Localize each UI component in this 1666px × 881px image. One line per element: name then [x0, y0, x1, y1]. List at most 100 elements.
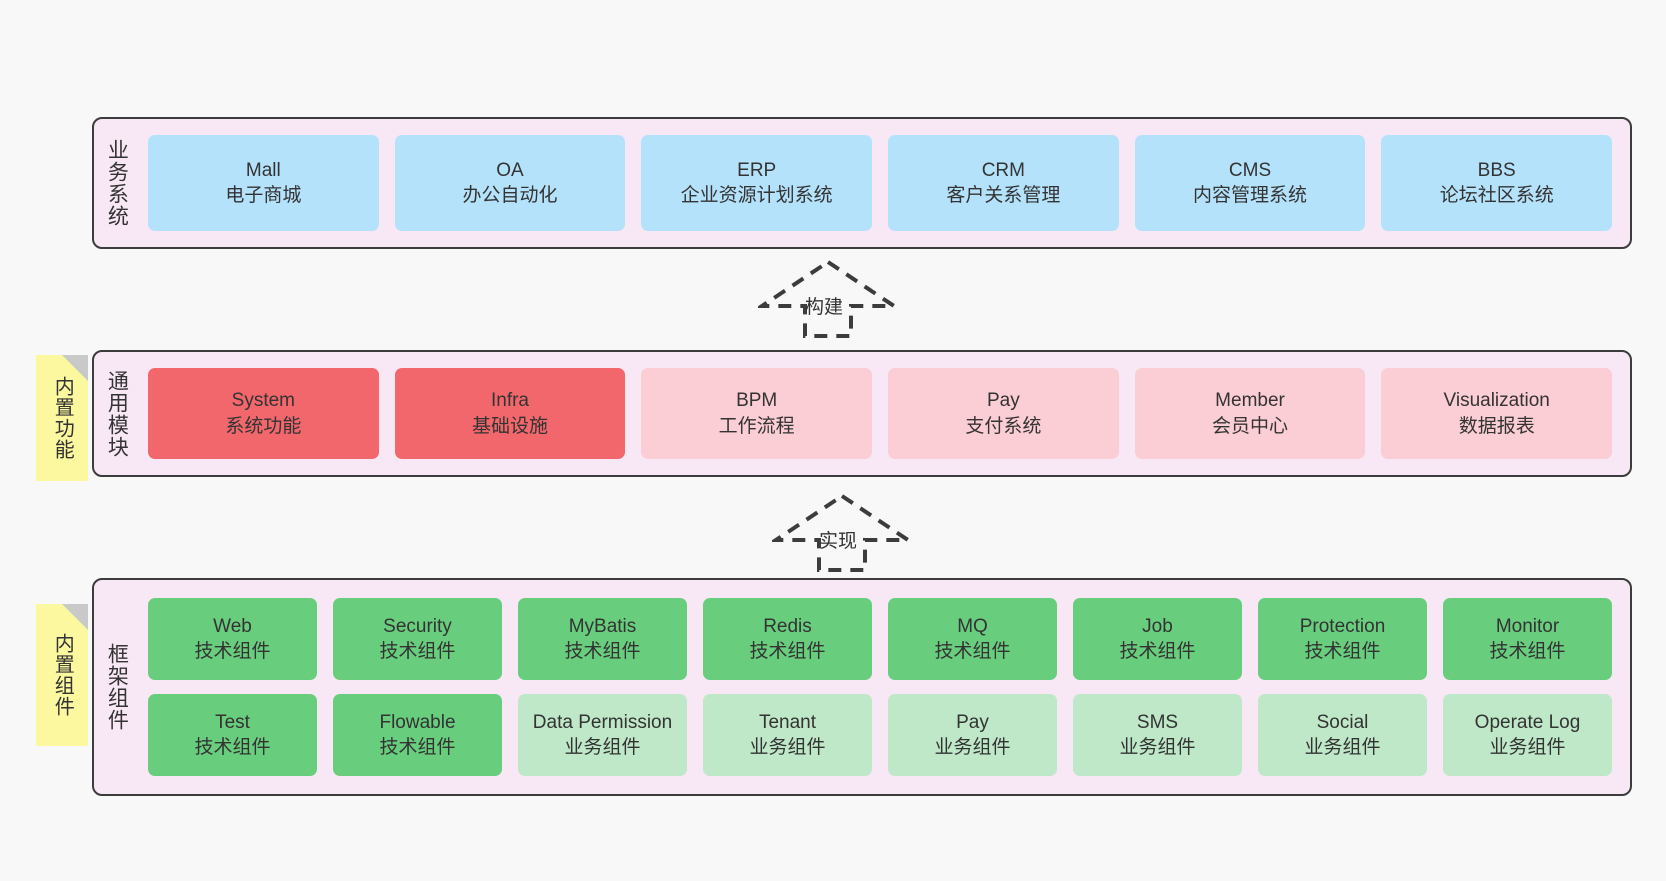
card-title-en: Redis [763, 615, 812, 637]
card-title-cn: 业务组件 [934, 737, 1011, 758]
build-arrow: 构建 [755, 258, 901, 340]
builtin-feature-note-label: 内置功能 [51, 376, 74, 460]
framework-component-card[interactable]: Tenant 业务组件 [703, 694, 872, 776]
card-title-cn: 业务组件 [1489, 737, 1566, 758]
framework-component-card[interactable]: Redis 技术组件 [703, 598, 872, 680]
implement-arrow-icon [769, 493, 915, 572]
common-module-card[interactable]: Pay 支付系统 [888, 368, 1119, 459]
framework-component-card[interactable]: Pay 业务组件 [888, 694, 1057, 776]
card-title-cn: 业务组件 [1304, 737, 1381, 758]
card-title-cn: 技术组件 [749, 641, 826, 662]
note-fold-corner [62, 604, 88, 630]
card-title-en: Job [1142, 615, 1173, 637]
card-title-cn: 业务组件 [749, 737, 826, 758]
card-title-cn: 技术组件 [564, 641, 641, 662]
card-title-cn: 论坛社区系统 [1439, 185, 1554, 206]
card-title-en: CMS [1228, 159, 1272, 181]
card-title-en: Social [1316, 711, 1369, 733]
card-title-en: ERP [737, 159, 777, 181]
card-title-cn: 技术组件 [194, 737, 271, 758]
framework-component-card[interactable]: Job 技术组件 [1073, 598, 1242, 680]
framework-component-card[interactable]: MyBatis 技术组件 [518, 598, 687, 680]
card-title-cn: 企业资源计划系统 [680, 185, 833, 206]
business-system-card[interactable]: BBS 论坛社区系统 [1381, 135, 1613, 231]
business-system-layer-title: 业务系统 [105, 139, 129, 227]
card-title-en: Protection [1299, 615, 1386, 637]
card-title-en: Pay [986, 390, 1020, 412]
card-title-cn: 支付系统 [965, 415, 1042, 437]
implement-arrow-label: 实现 [819, 531, 858, 552]
card-title-cn: 技术组件 [1119, 641, 1196, 662]
framework-component-card[interactable]: Security 技术组件 [333, 598, 502, 680]
card-title-en: SMS [1136, 711, 1179, 733]
common-module-layer-title: 通用模块 [105, 369, 129, 458]
card-title-cn: 技术组件 [379, 737, 456, 758]
card-title-en: Operate Log [1474, 711, 1581, 733]
builtin-feature-note: 内置功能 [36, 355, 88, 481]
card-title-en: Monitor [1495, 615, 1560, 637]
framework-component-card[interactable]: Operate Log 业务组件 [1443, 694, 1612, 776]
card-title-en: BBS [1477, 159, 1516, 181]
framework-component-card[interactable]: Test 技术组件 [148, 694, 317, 776]
card-title-cn: 基础设施 [472, 415, 549, 437]
card-title-en: Tenant [758, 711, 817, 733]
card-title-cn: 系统功能 [225, 415, 302, 437]
card-title-en: BPM [736, 390, 778, 412]
card-title-cn: 技术组件 [194, 641, 271, 662]
card-title-cn: 办公自动化 [462, 185, 558, 206]
framework-component-card[interactable]: MQ 技术组件 [888, 598, 1057, 680]
business-system-card[interactable]: ERP 企业资源计划系统 [641, 135, 873, 231]
framework-component-card[interactable]: Monitor 技术组件 [1443, 598, 1612, 680]
common-module-card[interactable]: Visualization 数据报表 [1381, 368, 1613, 459]
business-system-card[interactable]: CMS 内容管理系统 [1134, 135, 1366, 231]
card-title-en: CRM [981, 159, 1025, 181]
card-title-en: Data Permission [532, 711, 673, 733]
card-title-en: Member [1215, 390, 1285, 412]
note-fold-corner [62, 355, 88, 381]
common-module-card[interactable]: Infra 基础设施 [394, 368, 626, 459]
card-title-en: MQ [957, 615, 988, 637]
card-title-cn: 技术组件 [1489, 641, 1566, 662]
framework-component-layer-title: 框架组件 [105, 643, 129, 731]
card-title-en: Security [383, 615, 452, 637]
common-module-card[interactable]: BPM 工作流程 [641, 368, 873, 459]
card-title-cn: 内容管理系统 [1193, 185, 1308, 206]
framework-component-card[interactable]: Protection 技术组件 [1258, 598, 1427, 680]
card-title-cn: 数据报表 [1458, 415, 1535, 437]
card-title-cn: 业务组件 [1119, 737, 1196, 758]
builtin-component-note: 内置组件 [36, 604, 88, 746]
framework-component-card[interactable]: Web 技术组件 [148, 598, 317, 680]
card-title-en: Pay [956, 711, 989, 733]
build-arrow-icon [755, 259, 901, 338]
card-title-en: Test [215, 711, 250, 733]
card-title-cn: 客户关系管理 [946, 185, 1061, 206]
implement-arrow: 实现 [769, 492, 915, 574]
build-arrow-label: 构建 [805, 297, 844, 318]
card-title-cn: 技术组件 [934, 641, 1011, 662]
card-title-en: Mall [245, 159, 281, 181]
card-title-cn: 技术组件 [1304, 641, 1381, 662]
card-title-en: Infra [490, 390, 530, 412]
card-title-en: Visualization [1443, 390, 1550, 412]
card-title-cn: 技术组件 [379, 641, 456, 662]
card-title-en: MyBatis [568, 615, 637, 637]
card-title-cn: 工作流程 [718, 415, 795, 437]
business-system-card[interactable]: CRM 客户关系管理 [888, 135, 1119, 231]
card-title-en: Web [213, 615, 252, 637]
framework-component-card[interactable]: SMS 业务组件 [1073, 694, 1242, 776]
framework-component-card[interactable]: Social 业务组件 [1258, 694, 1427, 776]
